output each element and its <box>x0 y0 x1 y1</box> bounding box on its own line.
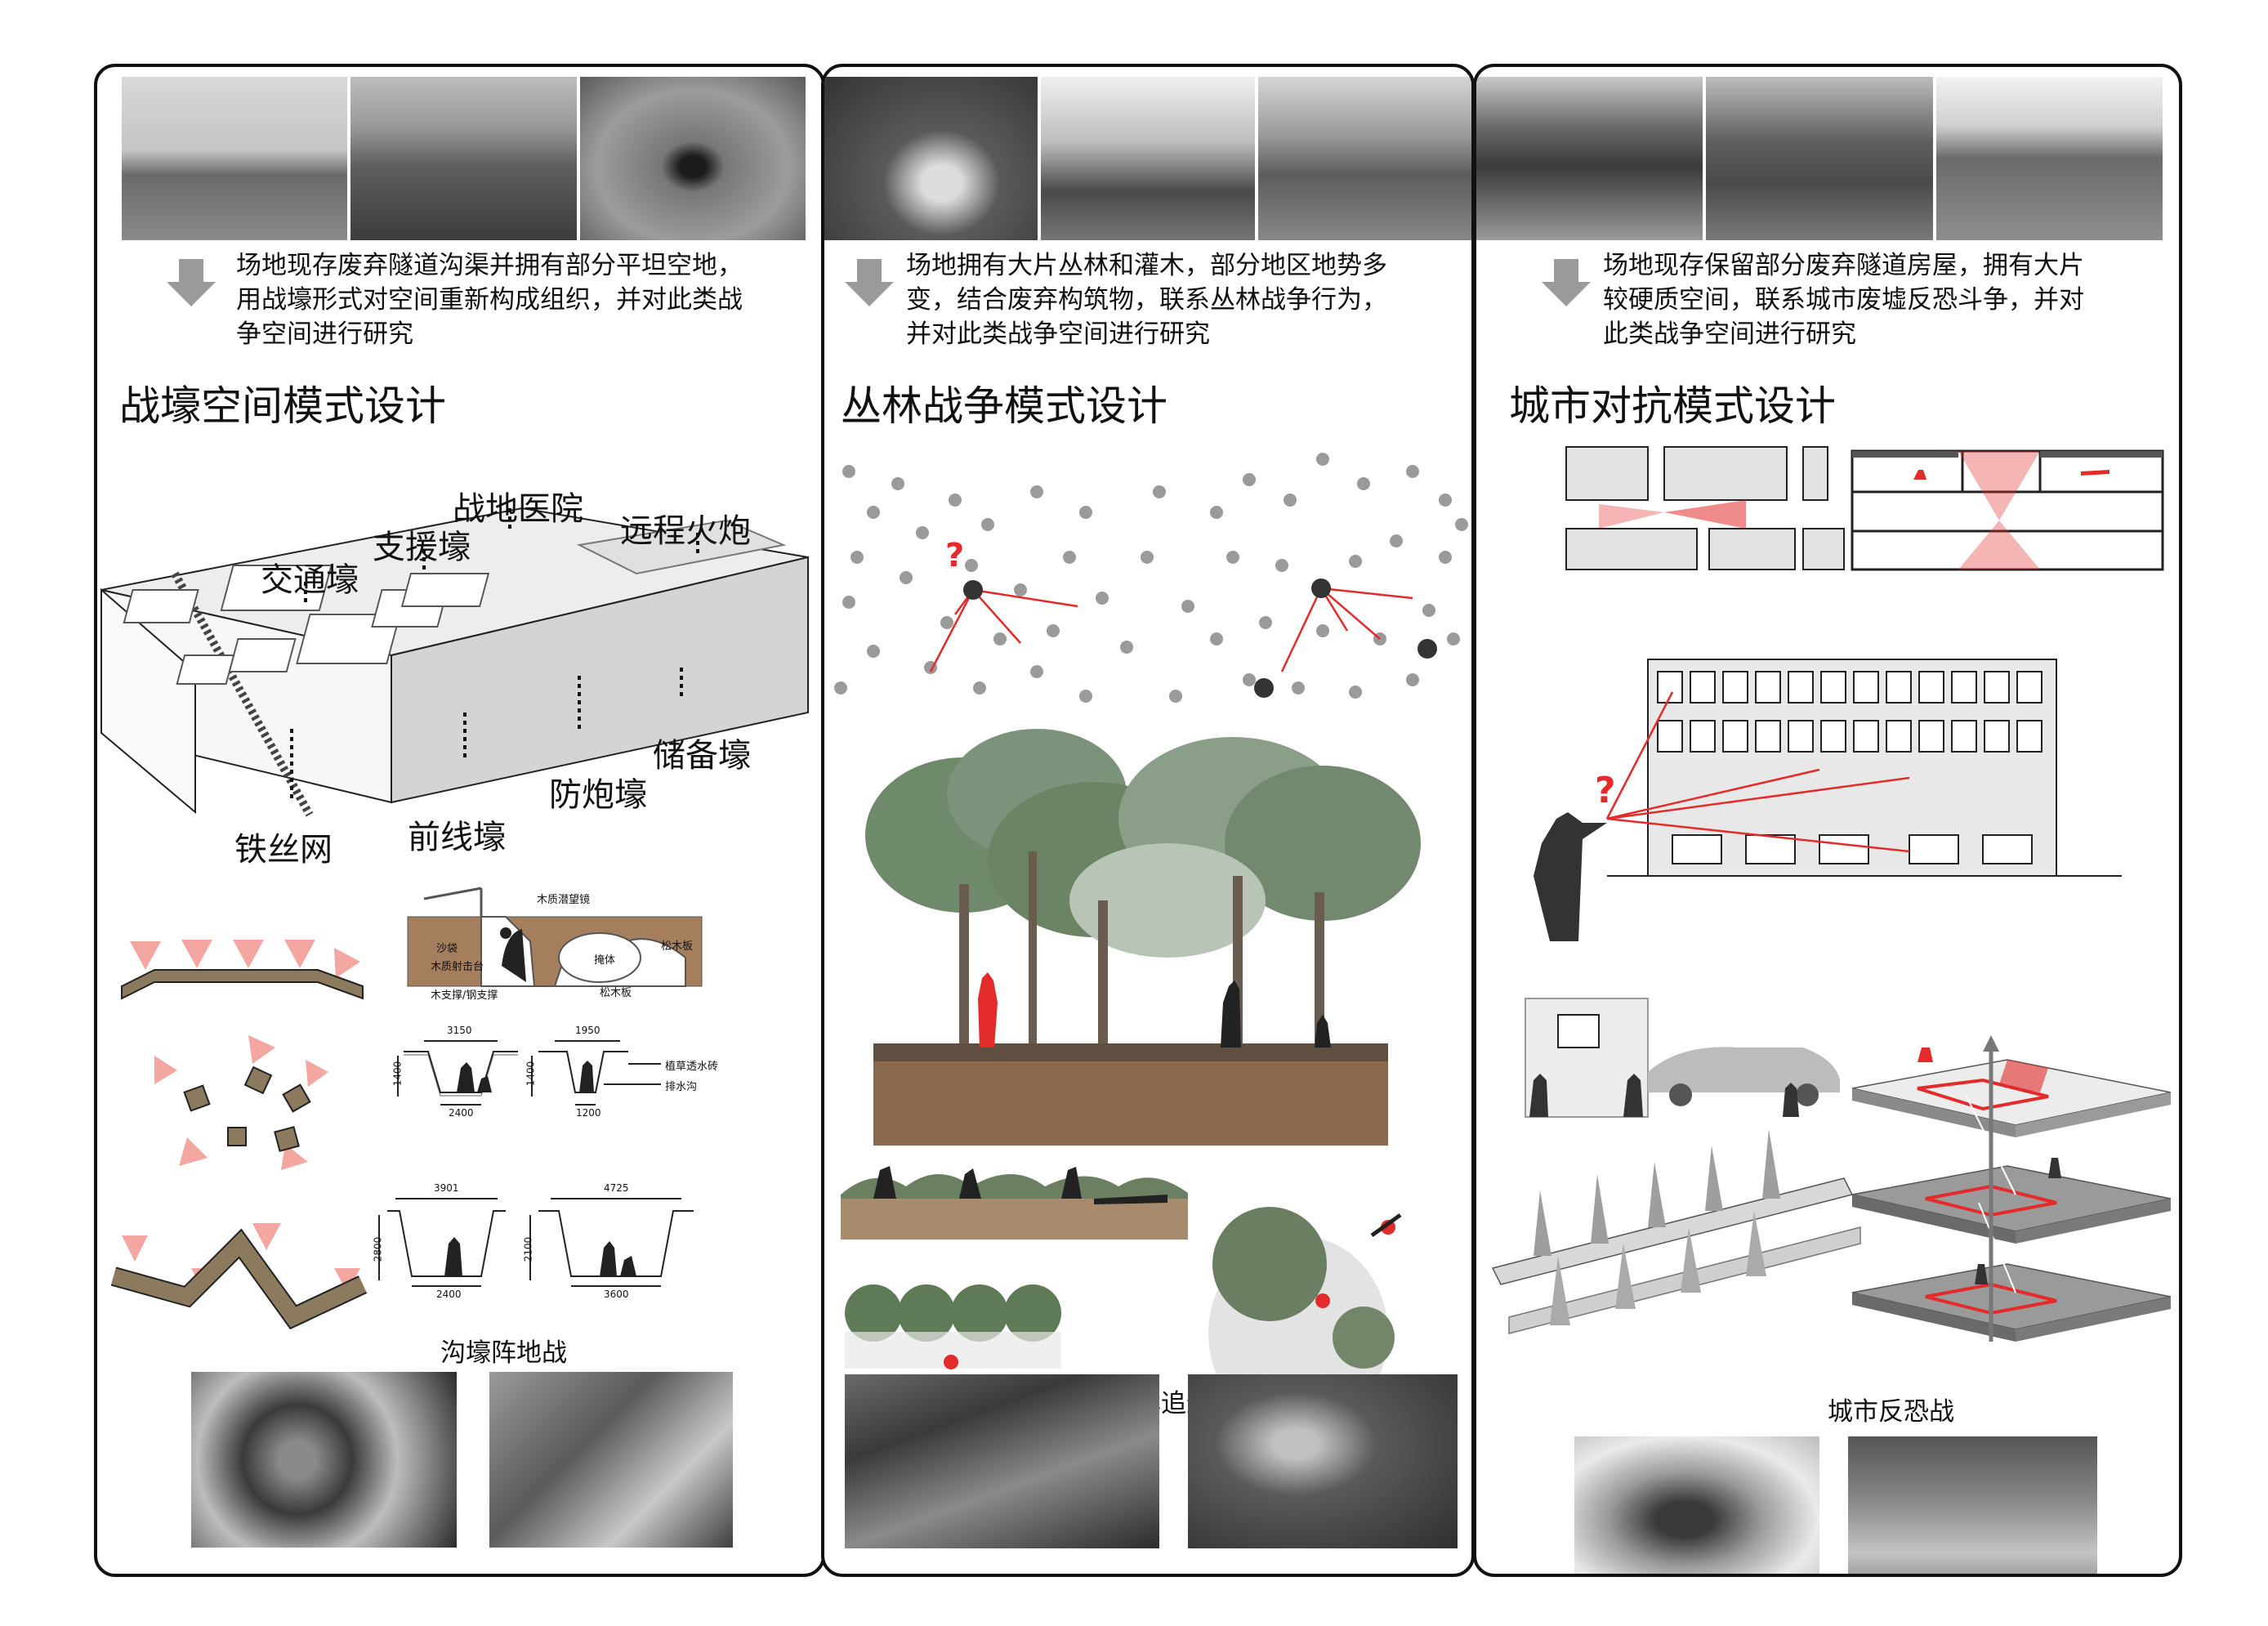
section-title: 城市对抗模式设计 <box>1509 382 1836 430</box>
site-photos <box>1476 77 2163 240</box>
label-barbed-wire: 铁丝网 <box>234 831 333 869</box>
dimension: 1950 <box>575 1025 600 1036</box>
dimension: 4725 <box>604 1182 629 1194</box>
facade-window <box>1984 720 2010 753</box>
site-photo <box>122 77 348 240</box>
section-label: 掩体 <box>594 954 616 967</box>
site-photos <box>122 77 806 240</box>
facade-window <box>1657 671 1683 704</box>
note: 排水沟 <box>665 1081 698 1093</box>
trench-axonometric-diagram <box>100 507 809 817</box>
facade-window <box>1951 720 1977 753</box>
question-mark: ? <box>945 537 965 574</box>
down-arrow-icon <box>845 259 894 306</box>
facade-window <box>1672 834 1722 864</box>
facade-window <box>1853 720 1879 753</box>
urban-diagrams <box>1491 446 2172 1342</box>
label-communication-trench: 交通壕 <box>261 561 359 599</box>
site-description: 场地现存废弃隧道沟渠并拥有部分平坦空地， 用战壕形式对空间重新构成组织，并对此类… <box>236 251 743 349</box>
section-label: 沙袋 <box>436 943 458 955</box>
site-description: 场地拥有大片丛林和灌木，部分地区地势多 变，结合废弃构筑物，联系丛林战争行为， … <box>906 251 1387 349</box>
facade-window <box>1755 671 1781 704</box>
dimension: 1400 <box>525 1061 537 1087</box>
down-arrow-icon <box>1542 259 1591 306</box>
facade-window <box>1909 834 1959 864</box>
war-photo <box>845 1374 1159 1548</box>
war-photo <box>489 1372 733 1548</box>
urban-panel: 场地现存保留部分废弃隧道房屋，拥有大片 较硬质空间，联系城市废墟反恐斗争，并对 … <box>1473 64 2182 1577</box>
facade-window <box>1982 834 2033 864</box>
trench-formation-diagrams <box>110 887 703 1330</box>
question-mark: ? <box>1595 770 1616 811</box>
site-photo <box>579 77 806 240</box>
site-photos <box>824 77 1471 240</box>
trench-panel: 场地现存废弃隧道沟渠并拥有部分平坦空地， 用战壕形式对空间重新构成组织，并对此类… <box>94 64 825 1577</box>
facade-window <box>1690 720 1716 753</box>
site-photo <box>1476 77 1703 240</box>
site-photo <box>1041 77 1255 240</box>
section-label: 木质潜望镜 <box>537 894 591 906</box>
war-photo <box>1188 1374 1458 1548</box>
section-label: 松木板 <box>661 940 694 953</box>
facade-window <box>1886 720 1912 753</box>
label-long-range-artillery: 远程火炮 <box>620 512 751 550</box>
label-field-hospital: 战地医院 <box>453 490 583 528</box>
facade-window <box>1918 720 1944 753</box>
war-photo <box>191 1372 457 1548</box>
facade-window <box>1820 671 1846 704</box>
section-title: 战壕空间模式设计 <box>119 382 446 430</box>
down-arrow-icon <box>167 259 216 306</box>
note: 植草透水砖 <box>665 1061 719 1073</box>
site-photo <box>1935 77 2163 240</box>
label-bombproof-trench: 防炮壕 <box>549 776 647 814</box>
caption: 沟壕阵地战 <box>440 1338 567 1368</box>
dimension: 3150 <box>447 1025 472 1036</box>
label-support-trench: 支援壕 <box>373 529 471 566</box>
facade-window <box>1918 671 1944 704</box>
label-front-trench: 前线壕 <box>408 819 506 856</box>
section-label: 木支撑/钢支撑 <box>431 989 498 1002</box>
facade-window <box>1788 671 1814 704</box>
facade-window <box>1745 834 1796 864</box>
section-label: 木质射击台 <box>431 961 484 973</box>
facade-window <box>1755 720 1781 753</box>
facade-window <box>1690 671 1716 704</box>
war-photo <box>1848 1436 2097 1574</box>
facade-window <box>1722 720 1748 753</box>
dimension: 3600 <box>604 1289 629 1300</box>
facade-window <box>1657 720 1683 753</box>
jungle-panel: 场地拥有大片丛林和灌木，部分地区地势多 变，结合废弃构筑物，联系丛林战争行为， … <box>821 64 1475 1577</box>
war-photo <box>1574 1436 1819 1574</box>
dimension: 2400 <box>449 1107 474 1119</box>
site-description: 场地现存保留部分废弃隧道房屋，拥有大片 较硬质空间，联系城市废墟反恐斗争，并对 … <box>1603 251 2084 349</box>
dimension: 3901 <box>434 1182 459 1194</box>
label-reserve-trench: 储备壕 <box>653 737 751 775</box>
facade-window <box>1853 671 1879 704</box>
section-title: 丛林战争模式设计 <box>841 382 1167 430</box>
dimension: 2800 <box>372 1236 384 1262</box>
facade-window <box>1819 834 1869 864</box>
facade-window <box>2016 720 2043 753</box>
site-photo <box>1257 77 1471 240</box>
facade-window <box>1788 720 1814 753</box>
jungle-dot-diagram <box>834 453 1468 1432</box>
dimension: 1400 <box>391 1061 404 1087</box>
dimension: 1200 <box>576 1107 601 1119</box>
facade-window <box>1951 671 1977 704</box>
site-photo <box>824 77 1038 240</box>
caption: 城市反恐战 <box>1828 1397 1954 1427</box>
facade-window <box>2016 671 2043 704</box>
facade-window <box>1886 671 1912 704</box>
site-photo <box>350 77 577 240</box>
dimension: 2400 <box>436 1289 462 1300</box>
facade-window <box>1820 720 1846 753</box>
facade-window <box>1722 671 1748 704</box>
site-photo <box>1706 77 1933 240</box>
section-label: 松木板 <box>600 987 632 999</box>
dimension: 2100 <box>522 1236 534 1262</box>
facade-window <box>1984 671 2010 704</box>
